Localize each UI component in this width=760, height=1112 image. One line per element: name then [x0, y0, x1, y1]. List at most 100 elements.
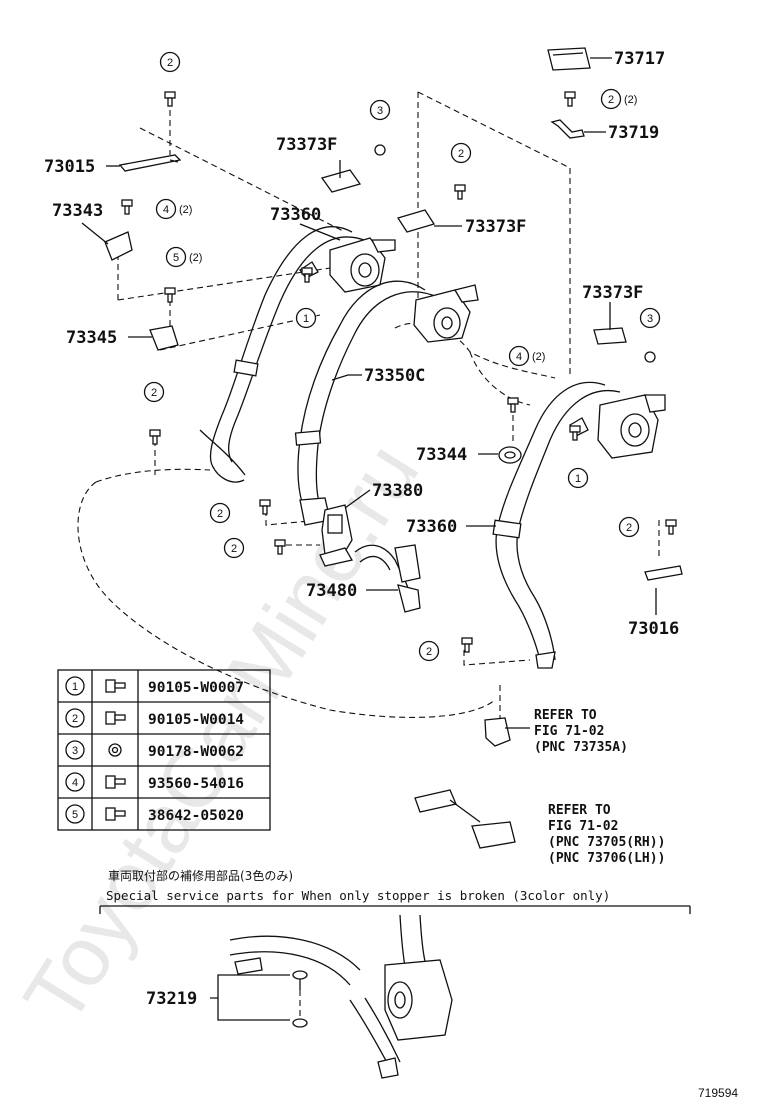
- part-label-73343[interactable]: 73343: [52, 201, 103, 221]
- right-seat-belt-assembly: [492, 381, 666, 669]
- special-service-section: 車両取付部の補修用部品(3色のみ) Special service parts …: [99, 868, 691, 1079]
- bolt: [461, 637, 473, 653]
- quantity-notes: (2) (2) (2) (2): [179, 94, 637, 363]
- part-label-73360[interactable]: 73360: [406, 517, 457, 537]
- svg-text:2: 2: [217, 508, 223, 520]
- table-row: 1 90105-W0007: [65, 676, 244, 696]
- bolt: [301, 267, 313, 283]
- circle-badge: 2: [418, 640, 440, 662]
- part-label-73373f[interactable]: 73373F: [465, 217, 526, 237]
- svg-text:REFER TO: REFER TO: [548, 803, 611, 818]
- part-label-73480[interactable]: 73480: [306, 581, 357, 601]
- svg-text:90178-W0062: 90178-W0062: [148, 744, 244, 760]
- circle-badge: 2: [223, 537, 245, 559]
- table-row: 5 38642-05020: [65, 804, 244, 824]
- svg-text:4: 4: [516, 351, 522, 363]
- qty-note: (2): [532, 351, 545, 363]
- circle-badge: 1: [567, 467, 589, 489]
- special-note-jp: 車両取付部の補修用部品(3色のみ): [108, 868, 293, 883]
- reference-note-2: REFER TO FIG 71-02 (PNC 73705(RH)) (PNC …: [548, 803, 665, 866]
- part-label-73360[interactable]: 73360: [270, 205, 321, 225]
- circle-badges: 2 3 2 4 5 1 2 4 2 2 2 1 2 3 2: [143, 51, 661, 662]
- bolt: [564, 91, 576, 107]
- alignment-lines: [117, 91, 660, 730]
- svg-text:4: 4: [72, 777, 78, 789]
- svg-text:90105-W0014: 90105-W0014: [148, 712, 244, 728]
- bolt: [149, 429, 161, 445]
- svg-text:2: 2: [151, 387, 157, 399]
- svg-text:1: 1: [575, 473, 581, 485]
- svg-text:3: 3: [377, 105, 383, 117]
- part-label-73380[interactable]: 73380: [372, 481, 423, 501]
- part-label-73350c[interactable]: 73350C: [364, 366, 425, 386]
- bolt: [164, 287, 176, 303]
- svg-text:2: 2: [72, 713, 78, 725]
- svg-text:5: 5: [173, 252, 179, 264]
- part-label-73015[interactable]: 73015: [44, 157, 95, 177]
- circle-badge: 3: [369, 99, 391, 121]
- svg-text:2: 2: [626, 522, 632, 534]
- circle-badge: 3: [639, 307, 661, 329]
- svg-text:(PNC 73706(LH)): (PNC 73706(LH)): [548, 851, 665, 866]
- leader-lines: [81, 57, 657, 729]
- part-label-73373f[interactable]: 73373F: [582, 283, 643, 303]
- part-label-73016[interactable]: 73016: [628, 619, 679, 639]
- circle-badge: 2: [600, 88, 622, 110]
- nut-icon: [108, 743, 122, 757]
- table-row: 3 90178-W0062: [65, 740, 244, 760]
- buckle-73380: [319, 504, 354, 567]
- part-labels: 73717 73719 73015 73373F 73373F 73373F 7…: [44, 49, 679, 639]
- svg-text:38642-05020: 38642-05020: [148, 808, 244, 824]
- brackets-and-covers: [104, 47, 683, 849]
- svg-text:3: 3: [72, 745, 78, 757]
- svg-text:FIG 71-02: FIG 71-02: [548, 819, 618, 834]
- bolt: [454, 184, 466, 200]
- qty-note: (2): [179, 204, 192, 216]
- qty-note: (2): [624, 94, 637, 106]
- bolt: [121, 199, 133, 215]
- svg-text:4: 4: [163, 204, 169, 216]
- part-label-73344[interactable]: 73344: [416, 445, 467, 465]
- nut: [644, 351, 656, 363]
- bolt-icon: [105, 711, 126, 725]
- svg-text:1: 1: [72, 681, 78, 693]
- circle-badge: 4: [508, 345, 530, 367]
- part-label-73345[interactable]: 73345: [66, 328, 117, 348]
- bolt: [259, 499, 271, 515]
- svg-text:REFER TO: REFER TO: [534, 708, 597, 723]
- circle-badge: 2: [618, 516, 640, 538]
- part-label-73719[interactable]: 73719: [608, 123, 659, 143]
- part-label-73373f[interactable]: 73373F: [276, 135, 337, 155]
- bolt: [665, 519, 677, 535]
- circle-badge: 2: [143, 381, 165, 403]
- svg-text:2: 2: [167, 57, 173, 69]
- bolt-icon: [105, 807, 126, 821]
- part-label-73717[interactable]: 73717: [614, 49, 665, 69]
- center-seat-belt-assembly: [294, 280, 479, 526]
- buckle-73480: [354, 544, 421, 613]
- svg-text:FIG 71-02: FIG 71-02: [534, 724, 604, 739]
- bolt: [164, 91, 176, 107]
- svg-text:2: 2: [426, 646, 432, 658]
- part-label-73219[interactable]: 73219: [146, 989, 197, 1009]
- bolt-icon: [105, 679, 126, 693]
- circle-badge: 2: [450, 142, 472, 164]
- svg-text:93560-54016: 93560-54016: [148, 776, 244, 792]
- special-note-en: Special service parts for When only stop…: [106, 888, 610, 903]
- svg-text:2: 2: [608, 94, 614, 106]
- bolt: [274, 539, 286, 555]
- fastener-table: 1 90105-W0007 2 90105-W0014 3 90178-W006…: [57, 669, 271, 831]
- svg-text:5: 5: [72, 809, 78, 821]
- bolt-icon: [105, 775, 126, 789]
- svg-text:3: 3: [647, 313, 653, 325]
- figure-id: 719594: [698, 1086, 738, 1100]
- svg-text:2: 2: [458, 148, 464, 160]
- circle-badge: 2: [209, 502, 231, 524]
- table-row: 2 90105-W0014: [65, 708, 244, 728]
- reference-note-1: REFER TO FIG 71-02 (PNC 73735A): [534, 708, 628, 755]
- bolt: [507, 397, 519, 413]
- circle-badge: 5: [165, 246, 187, 268]
- circle-badge: 4: [155, 198, 177, 220]
- svg-text:(PNC 73705(RH)): (PNC 73705(RH)): [548, 835, 665, 850]
